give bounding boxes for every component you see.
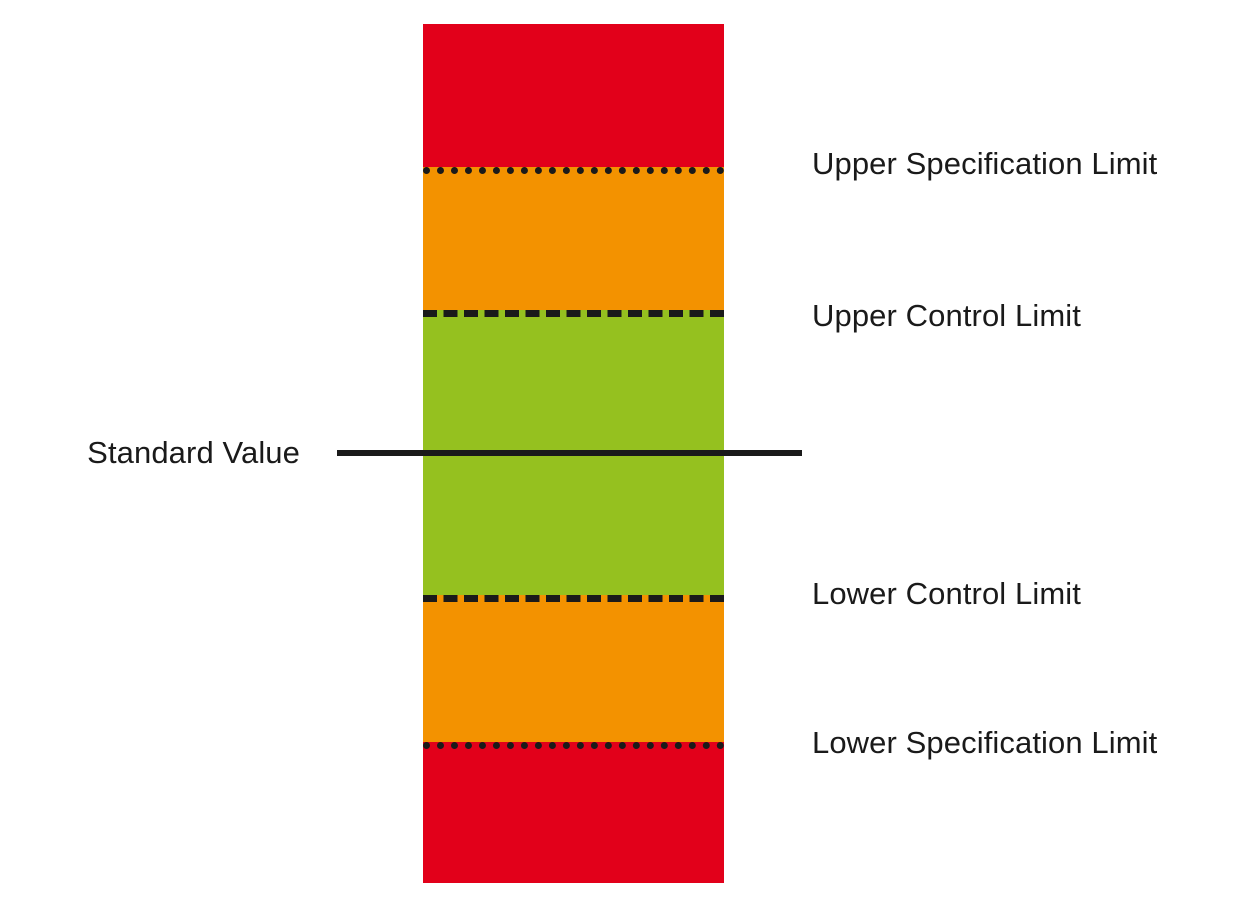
band-upper-warning [423,167,724,310]
lower-control-limit-label: Lower Control Limit [812,576,1081,611]
standard-value-label: Standard Value [87,435,300,470]
standard-value-line [337,450,802,456]
band-lower-warning [423,595,724,742]
upper-control-limit-label: Upper Control Limit [812,298,1081,333]
lower-specification-limit-label: Lower Specification Limit [812,725,1158,760]
upper-specification-limit-label: Upper Specification Limit [812,146,1158,181]
band-above-upper-specification [423,24,724,167]
band-below-lower-specification [423,742,724,883]
